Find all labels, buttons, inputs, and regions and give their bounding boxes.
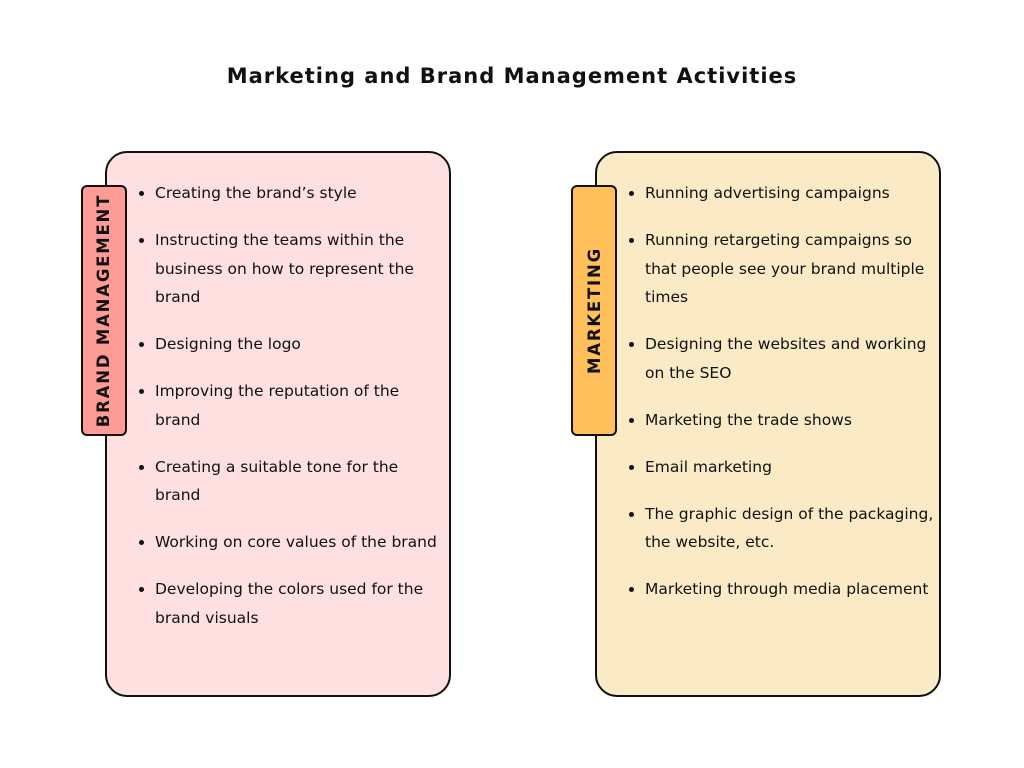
marketing-tab: MARKETING [571, 185, 617, 436]
list-item: Instructing the teams within the busines… [139, 226, 447, 312]
list-item: Improving the reputation of the brand [139, 377, 447, 434]
list-item: Developing the colors used for the brand… [139, 575, 447, 632]
list-item: Creating the brand’s style [139, 179, 447, 208]
list-item: Creating a suitable tone for the brand [139, 453, 447, 510]
page-title: Marketing and Brand Management Activitie… [226, 64, 798, 88]
list-item: Marketing through media placement [629, 575, 937, 604]
list-item: Marketing the trade shows [629, 406, 937, 435]
marketing-list: Running advertising campaigns Running re… [629, 179, 937, 622]
list-item: Running retargeting campaigns so that pe… [629, 226, 937, 312]
list-item: Email marketing [629, 453, 937, 482]
list-item: Designing the logo [139, 330, 447, 359]
marketing-label: MARKETING [584, 247, 604, 374]
list-item: Designing the websites and working on th… [629, 330, 937, 387]
list-item: Working on core values of the brand [139, 528, 447, 557]
list-item: The graphic design of the packaging, the… [629, 500, 937, 557]
list-item: Running advertising campaigns [629, 179, 937, 208]
brand-management-list: Creating the brand’s style Instructing t… [139, 179, 447, 651]
brand-management-tab: BRAND MANAGEMENT [81, 185, 127, 436]
marketing-panel [595, 151, 941, 697]
brand-management-label: BRAND MANAGEMENT [94, 193, 114, 428]
brand-management-panel [105, 151, 451, 697]
